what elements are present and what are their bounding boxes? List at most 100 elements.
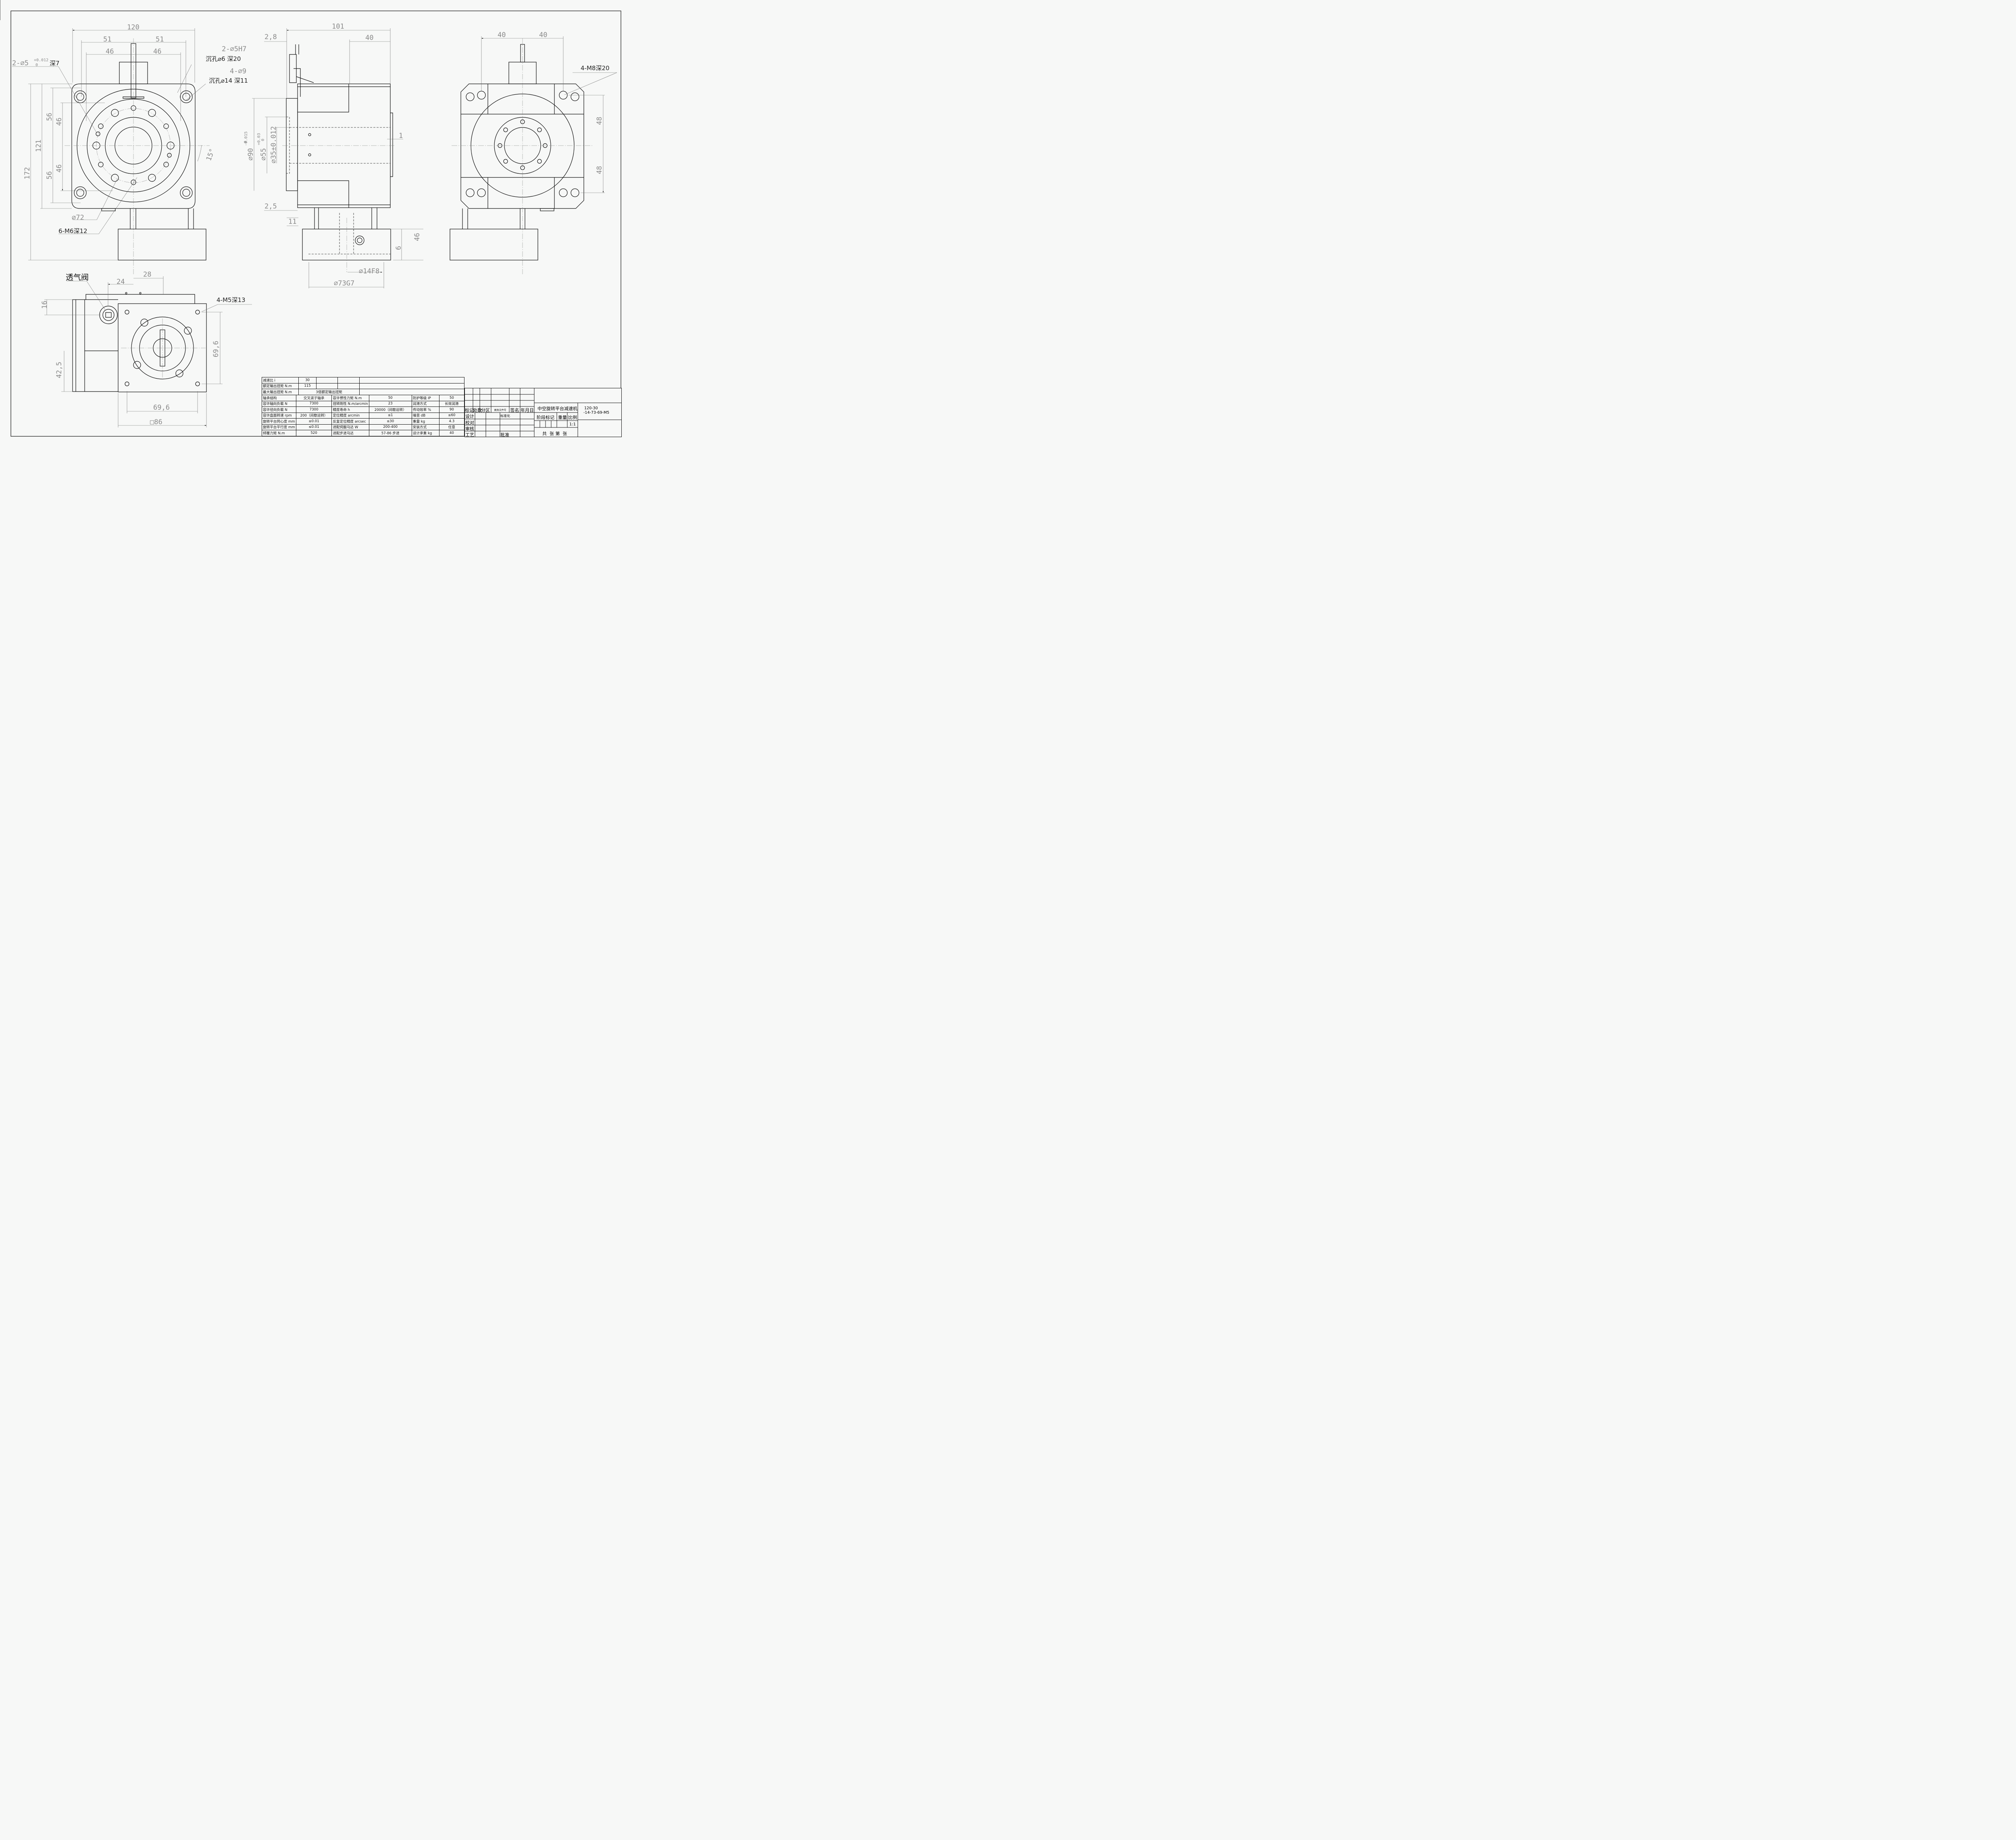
title-block: 标记处数分区更改文件号签名年月日 设计 校对 审核 工艺 标准化 批准 中空旋转… [464, 388, 622, 438]
dim-angle-15: 15° [205, 148, 217, 162]
dim-28: 28 [143, 271, 151, 279]
spec-value: 50 [439, 395, 465, 401]
spec-label: 容许轴向负载 N [262, 400, 296, 407]
dim-46-bottom: 46 [55, 165, 63, 173]
front-view [65, 38, 210, 274]
dim-121: 121 [35, 140, 43, 152]
spec-value: 4.3 [439, 418, 465, 425]
dim-56-bottom: 56 [46, 171, 54, 179]
dim-dia-72: ⌀72 [72, 214, 84, 222]
weight-label: 重量 [558, 415, 567, 420]
spec-value: 40 [439, 430, 465, 436]
note-m5: 4-M5深13 [217, 296, 246, 304]
spec-value: 90 [439, 406, 465, 413]
spec-label: 旋转平台平行度 mm [262, 424, 296, 430]
spec-label: 倾覆力矩 N.m [262, 430, 296, 436]
spec-value: 200（间歇运转） [296, 412, 332, 419]
spec-value: ≤0.01 [296, 424, 332, 430]
dim-dia-14: ⌀14F8 [359, 267, 379, 275]
dim-40-left: 40 [498, 31, 506, 39]
product-name: 中空旋转平台减速机 [537, 406, 577, 411]
spec-label: 传动效率 % [411, 406, 439, 413]
dim-2-5: 2,5 [264, 202, 277, 210]
spec-value: 20000（间歇运转） [369, 406, 412, 413]
spec-value: ≤30 [369, 418, 412, 425]
spec-value: 7300 [296, 406, 332, 413]
spec-label: 精度寿命 h [331, 406, 369, 413]
dim-69-6-vertical: 69,6 [212, 341, 220, 357]
side-view [282, 44, 395, 272]
dim-48-top: 48 [596, 117, 604, 125]
rear-view-labels: 40 40 48 48 4-M8深20 [498, 31, 610, 174]
dim-dia-90-tol-lower: -0.015 [244, 131, 248, 146]
dim-6: 6 [395, 246, 403, 250]
spec-value: 520 [296, 430, 332, 436]
note-pin-depth: 深7 [50, 60, 60, 67]
note-pin-tol-upper: +0.012 [34, 58, 48, 63]
spec-label: 设计承重 kg [411, 430, 439, 436]
dim-gap-1: 1 [399, 132, 403, 140]
revision-header: 分区 [481, 408, 490, 413]
note-m8: 4-M8深20 [581, 65, 610, 72]
note-counterbore-6: 沉孔⌀6 深20 [206, 55, 241, 63]
dim-square-86: □86 [150, 418, 162, 426]
dim-dia-55: ⌀55 [260, 148, 268, 160]
spec-label: 轴承结构 [262, 395, 296, 401]
dim-46-right: 46 [153, 48, 161, 56]
spec-label: 定位精度 arcmin [331, 412, 369, 419]
bottom-view [72, 292, 207, 392]
spec-label: 适配步进马达 [331, 430, 369, 436]
spec-value: 3倍额定输出扭矩 [298, 389, 360, 395]
front-view-labels: 120 51 51 46 46 172 121 56 46 56 46 15° … [12, 23, 248, 235]
dim-dia-55-tol-lower: 0 [261, 139, 265, 141]
spec-value: 57-86 步进 [369, 430, 412, 436]
spec-label: 润滑方式 [411, 400, 439, 407]
dim-46-top: 46 [55, 118, 63, 126]
dim-40-right: 40 [539, 31, 547, 39]
dim-42-5: 42,5 [55, 362, 63, 378]
note-hole-9: 4-⌀9 [230, 67, 246, 75]
scale-value: 1:1 [569, 422, 576, 427]
dim-dia-90-tol-upper: 0 [244, 141, 248, 143]
sheet-count: 共 张 第 张 [542, 431, 567, 436]
dim-56-top: 56 [46, 113, 54, 121]
spec-value: 长效润滑 [439, 400, 465, 407]
dim-51-left: 51 [103, 35, 111, 44]
spec-label: 适配伺服马达 W [331, 424, 369, 430]
stage-mark-label: 阶段标记 [537, 415, 554, 420]
note-pin-hole: 2-⌀5 [12, 59, 29, 67]
spec-label: 防护等级 IP [411, 395, 439, 401]
dim-101: 101 [332, 23, 344, 31]
spec-label: 重量 kg [411, 418, 439, 425]
dim-dia-90: ⌀90 [247, 148, 255, 160]
role-design: 设计 [465, 414, 474, 419]
dim-120: 120 [127, 23, 140, 31]
dim-2-8: 2,8 [264, 33, 277, 41]
dim-40: 40 [365, 34, 373, 42]
dim-24: 24 [117, 278, 125, 286]
spec-value: ≤60 [439, 412, 465, 419]
model-number-line2: -14-73-69-M5 [583, 411, 610, 415]
revision-header: 处数 [473, 408, 482, 413]
spec-label: 反复定位精度 arcsec [331, 418, 369, 425]
scale-label: 比例 [568, 415, 577, 420]
engineering-drawing: 120 51 51 46 46 172 121 56 46 56 46 15° … [0, 0, 621, 437]
dim-46-side: 46 [413, 233, 421, 241]
spec-value: 115 [298, 383, 317, 389]
spec-value: 50 [369, 395, 412, 401]
side-view-labels: 101 2,8 40 ⌀90 -0.015 0 ⌀55 +0.03 0 ⌀35±… [244, 23, 421, 288]
standardize-label: 标准化 [500, 414, 510, 418]
spec-value: 任意 [439, 424, 465, 430]
spec-value: 200-400 [369, 424, 412, 430]
spec-value: 30 [298, 377, 317, 383]
role-review: 审核 [465, 426, 474, 431]
